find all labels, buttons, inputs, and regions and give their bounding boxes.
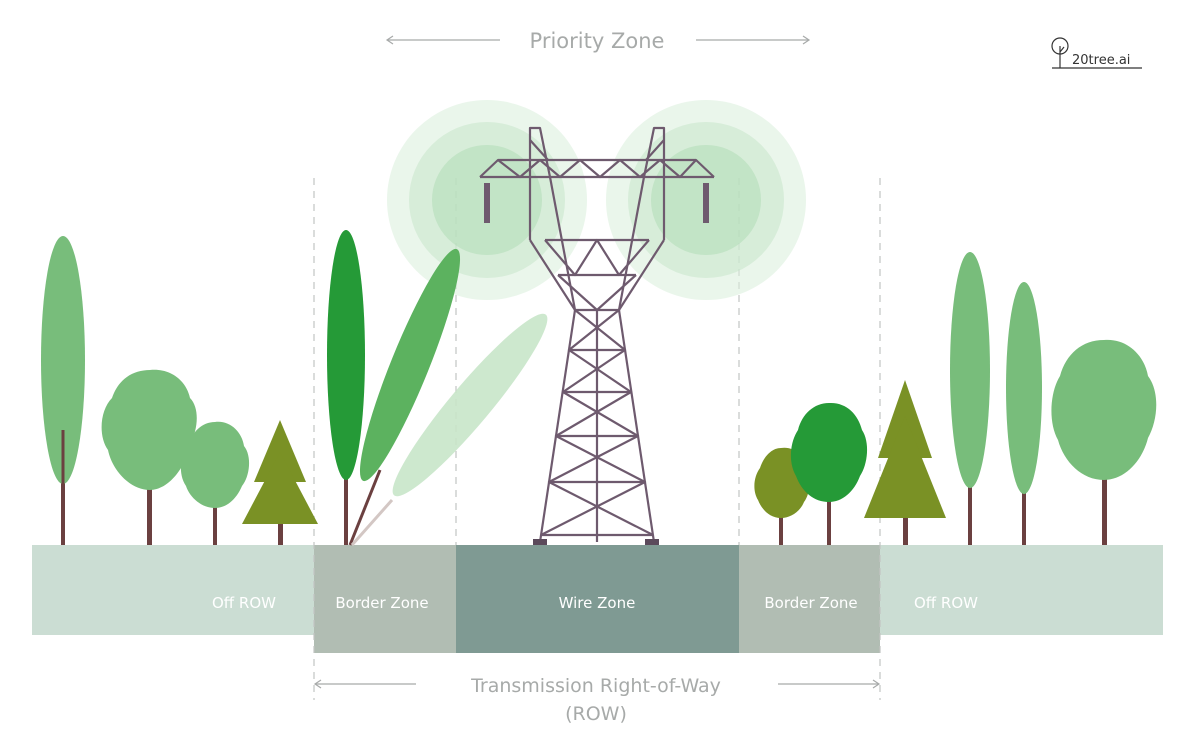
tree-tall-right-2: [1006, 282, 1042, 545]
transmission-tower: [479, 126, 715, 543]
tree-round-left-1: [101, 369, 197, 545]
tree-leaning-faded: [350, 313, 548, 546]
priority-left-arrow: [385, 35, 500, 45]
tree-round-dark-border: [790, 402, 868, 545]
logo-text: 20tree.ai: [1072, 53, 1130, 68]
tree-logo-icon: [1051, 37, 1142, 69]
border-zone-left: [314, 545, 456, 653]
ground-zones: [32, 545, 1163, 653]
tree-pine-left: [242, 420, 318, 545]
row-label-line1: Transmission Right-of-Way: [470, 675, 721, 697]
priority-zone-heading: Priority Zone: [385, 29, 811, 53]
tree-tall-left-1: [41, 236, 85, 545]
off-row-left-zone: [32, 545, 314, 635]
off-row-right-label: Off ROW: [914, 594, 978, 612]
tree-tall-dark-border: [327, 230, 365, 545]
row-right-arrow: [778, 679, 881, 689]
off-row-left-label: Off ROW: [212, 594, 276, 612]
tree-leaning-border-1: [348, 248, 461, 546]
border-zone-right-label: Border Zone: [764, 594, 857, 612]
priority-zone-label: Priority Zone: [530, 29, 665, 53]
tower-foot-right: [645, 539, 659, 545]
row-heading: Transmission Right-of-Way (ROW): [313, 675, 881, 725]
row-left-arrow: [313, 679, 416, 689]
tree-pine-right: [864, 380, 946, 545]
boundary-lines: [313, 178, 881, 700]
priority-right-arrow: [696, 35, 811, 45]
border-zone-left-label: Border Zone: [335, 594, 428, 612]
tower-foot-left: [533, 539, 547, 545]
tree-round-left-2: [180, 421, 250, 545]
row-label-line2: (ROW): [565, 703, 627, 725]
logo: 20tree.ai: [1051, 37, 1142, 69]
border-zone-right: [739, 545, 880, 653]
wire-zone: [456, 545, 739, 653]
tree-round-right-large: [1051, 339, 1157, 545]
tree-tall-right-1: [950, 252, 990, 545]
insulator-left: [484, 183, 490, 223]
insulator-right: [703, 183, 709, 223]
wire-zone-label: Wire Zone: [559, 594, 636, 612]
off-row-right-zone: [880, 545, 1163, 635]
